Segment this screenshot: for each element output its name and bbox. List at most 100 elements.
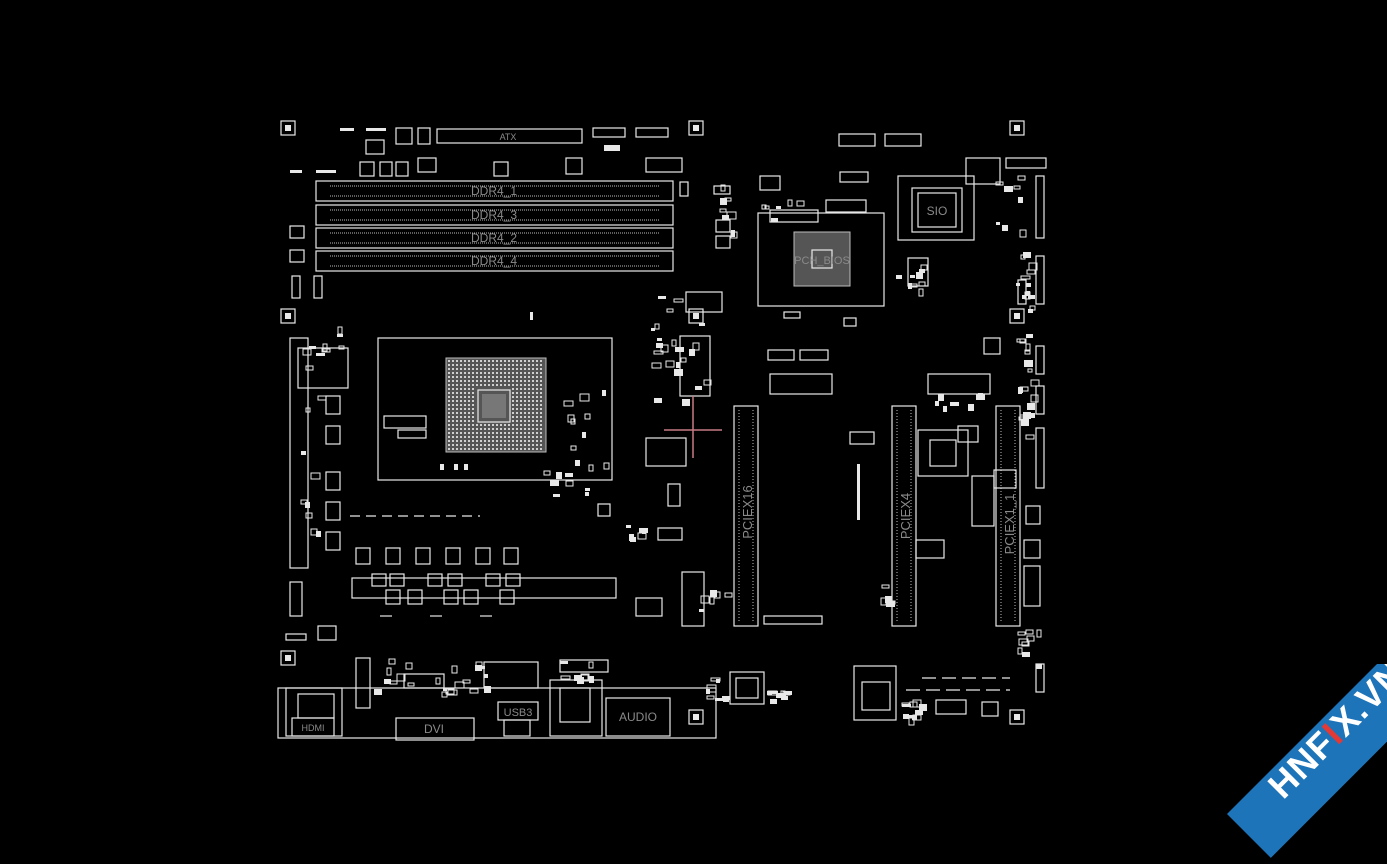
smd-component: [902, 704, 911, 707]
smd-component: [338, 345, 345, 350]
ddr4-slot-3[interactable]: DDR4_3: [315, 204, 674, 226]
smd-component: [305, 365, 314, 371]
smd-component: [770, 699, 777, 704]
smd-component: [1026, 334, 1033, 338]
smd-component: [920, 264, 928, 271]
pciex4-label: PCIEX4: [898, 493, 913, 539]
chipset-pch[interactable]: PCH_BIOS: [757, 171, 885, 327]
misc-parts-mid: [597, 291, 1041, 627]
smd-component: [976, 394, 985, 400]
smd-component: [1013, 185, 1021, 190]
smd-component: [1017, 647, 1023, 655]
smd-component: [476, 666, 485, 669]
smd-component: [550, 480, 559, 486]
smd-component: [1024, 360, 1033, 367]
smd-component: [588, 661, 594, 669]
smd-component: [309, 346, 316, 349]
smd-component: [719, 208, 727, 213]
smd-component: [695, 386, 702, 390]
smd-component: [674, 369, 683, 376]
ddr4-slot-2[interactable]: DDR4_2: [315, 227, 674, 249]
smd-component: [680, 357, 687, 363]
smd-component: [943, 406, 947, 412]
smd-component: [658, 296, 666, 299]
smd-component: [782, 695, 786, 698]
smd-component: [1017, 631, 1026, 636]
smd-component: [1019, 386, 1029, 392]
smd-component: [1018, 197, 1023, 203]
smd-component: [886, 601, 895, 607]
smd-component: [588, 464, 594, 472]
smd-component: [585, 492, 589, 496]
smd-component: [386, 667, 392, 676]
smd-component: [1019, 414, 1026, 420]
atx-connector[interactable]: ATX: [436, 128, 583, 144]
smd-component: [1024, 349, 1031, 355]
smd-component: [322, 343, 328, 352]
smd-component: [724, 592, 733, 598]
smd-component: [1030, 379, 1040, 387]
smd-component: [787, 199, 793, 207]
smd-component: [660, 344, 669, 353]
smd-component: [301, 451, 306, 455]
ddr4-slot-1[interactable]: DDR4_1: [315, 180, 674, 202]
pcie-side-parts: [917, 425, 1041, 527]
dvi-label: DVI: [424, 722, 444, 736]
pciex4-slot[interactable]: PCIEX4: [891, 405, 917, 627]
smd-component: [1016, 283, 1020, 286]
audio-label: AUDIO: [619, 710, 657, 724]
smd-component: [710, 590, 717, 597]
smd-component: [699, 323, 705, 326]
smd-component: [337, 334, 343, 337]
crosshair-cursor: [664, 396, 722, 458]
smd-component: [916, 272, 923, 279]
smd-component: [575, 460, 580, 466]
smd-component: [1022, 295, 1026, 299]
smd-component: [582, 432, 586, 438]
smd-component: [1002, 225, 1008, 231]
pciex1-slot[interactable]: PCIEX1_1: [995, 405, 1021, 627]
smd-component: [451, 665, 458, 674]
smd-component: [1026, 291, 1030, 296]
smd-component: [1025, 434, 1035, 440]
smd-component: [445, 688, 455, 695]
watermark: HNFIX.VN: [1187, 664, 1387, 864]
smd-component: [692, 342, 700, 351]
smd-component: [651, 328, 655, 331]
mounting-holes: [280, 120, 1025, 725]
atx-label: ATX: [500, 132, 517, 142]
pciex16-slot[interactable]: PCIEX16: [733, 405, 759, 627]
smd-component: [910, 275, 915, 278]
smd-component: [1028, 309, 1033, 313]
smd-component: [1025, 343, 1031, 352]
smd-component: [919, 704, 927, 711]
smd-component: [919, 269, 925, 273]
chipset-label: PCH_BIOS: [794, 255, 850, 267]
cpu-pin-grid: [448, 360, 542, 450]
smd-component: [574, 675, 582, 681]
smd-component: [484, 674, 488, 678]
usb-label: USB3: [504, 707, 533, 719]
smd-component: [316, 531, 321, 537]
ddr4-1-label: DDR4_1: [471, 184, 517, 198]
smd-component: [881, 584, 890, 589]
ddr-side-parts: [289, 181, 731, 299]
ddr4-slot-4[interactable]: DDR4_4: [315, 250, 674, 272]
smd-component: [337, 326, 343, 335]
smd-component: [589, 676, 594, 683]
small-components: [300, 175, 1042, 726]
smd-component: [310, 472, 321, 480]
sio-chip[interactable]: SIO: [897, 157, 1047, 693]
smd-component: [671, 339, 677, 347]
cpu-socket[interactable]: [377, 312, 613, 481]
smd-component: [405, 662, 413, 670]
smd-component: [915, 710, 923, 715]
smd-component: [654, 323, 660, 330]
ddr4-3-label: DDR4_3: [471, 208, 517, 222]
smd-component: [626, 525, 631, 528]
smd-component: [938, 394, 944, 401]
smd-component: [682, 399, 690, 406]
smd-component: [316, 353, 325, 356]
smd-component: [384, 679, 391, 684]
